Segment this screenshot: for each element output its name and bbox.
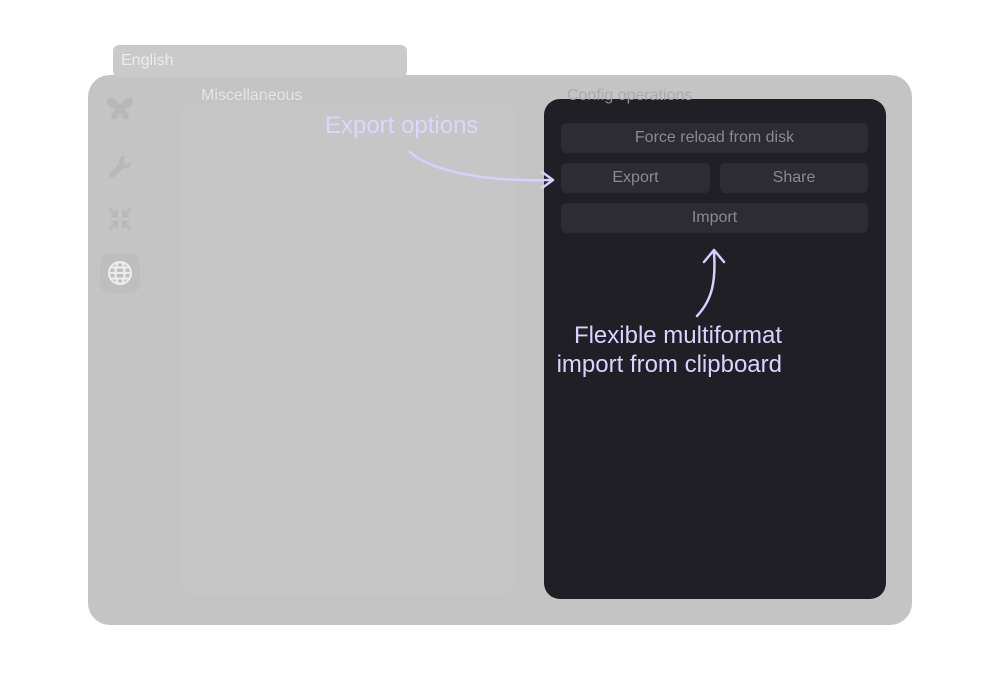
- force-reload-button[interactable]: Force reload from disk: [561, 123, 868, 153]
- annotation-import-line2: import from clipboard: [556, 351, 782, 378]
- section-title-config-operations: Config operations: [567, 87, 693, 104]
- sidebar-item-logo[interactable]: [100, 89, 140, 129]
- language-select[interactable]: English: [113, 45, 407, 77]
- settings-content-panel: [182, 103, 514, 595]
- sidebar-item-compact[interactable]: [100, 199, 140, 239]
- globe-icon: [107, 260, 133, 286]
- share-button[interactable]: Share: [720, 163, 868, 193]
- annotation-export-options: Export options: [325, 112, 479, 139]
- sidebar-item-settings[interactable]: [100, 147, 140, 187]
- export-button[interactable]: Export: [561, 163, 710, 193]
- annotation-import-line1: Flexible multiformat: [573, 322, 782, 349]
- sidebar-item-language[interactable]: [100, 253, 140, 293]
- butterfly-icon: [107, 97, 133, 119]
- section-title-miscellaneous: Miscellaneous: [201, 87, 303, 104]
- shrink-arrows-icon: [108, 207, 132, 231]
- annotation-import: Flexible multiformat import from clipboa…: [532, 321, 782, 379]
- wrench-icon: [109, 155, 132, 178]
- import-button[interactable]: Import: [561, 203, 868, 233]
